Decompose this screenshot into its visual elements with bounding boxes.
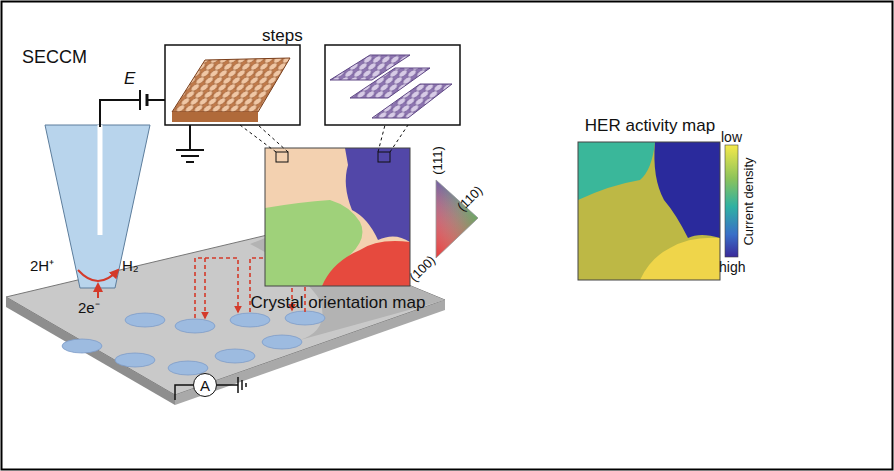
- map-label: Crystal orientation map: [248, 288, 429, 316]
- product-label: H₂: [122, 258, 139, 273]
- orientation-label: (100): [407, 253, 438, 284]
- inset-label: steps: [262, 27, 303, 44]
- orientation-label: (110): [455, 183, 485, 213]
- ammeter-symbol: A: [193, 373, 217, 397]
- node-text: A: [200, 378, 210, 393]
- voltage-label: E: [124, 70, 135, 87]
- electron-label: 2e⁻: [78, 300, 100, 315]
- scale-label: high: [719, 260, 745, 274]
- method-label: SECCM: [22, 48, 87, 66]
- orientation-label: (111): [430, 146, 443, 174]
- scale-title: Current density: [742, 157, 755, 245]
- node-text: HER activity map: [585, 117, 715, 134]
- scale-label: low: [721, 130, 742, 144]
- node-text: Crystal orientation map: [251, 294, 426, 311]
- map-label: HER activity map: [560, 112, 740, 138]
- reactant-label: 2H⁺: [30, 258, 54, 273]
